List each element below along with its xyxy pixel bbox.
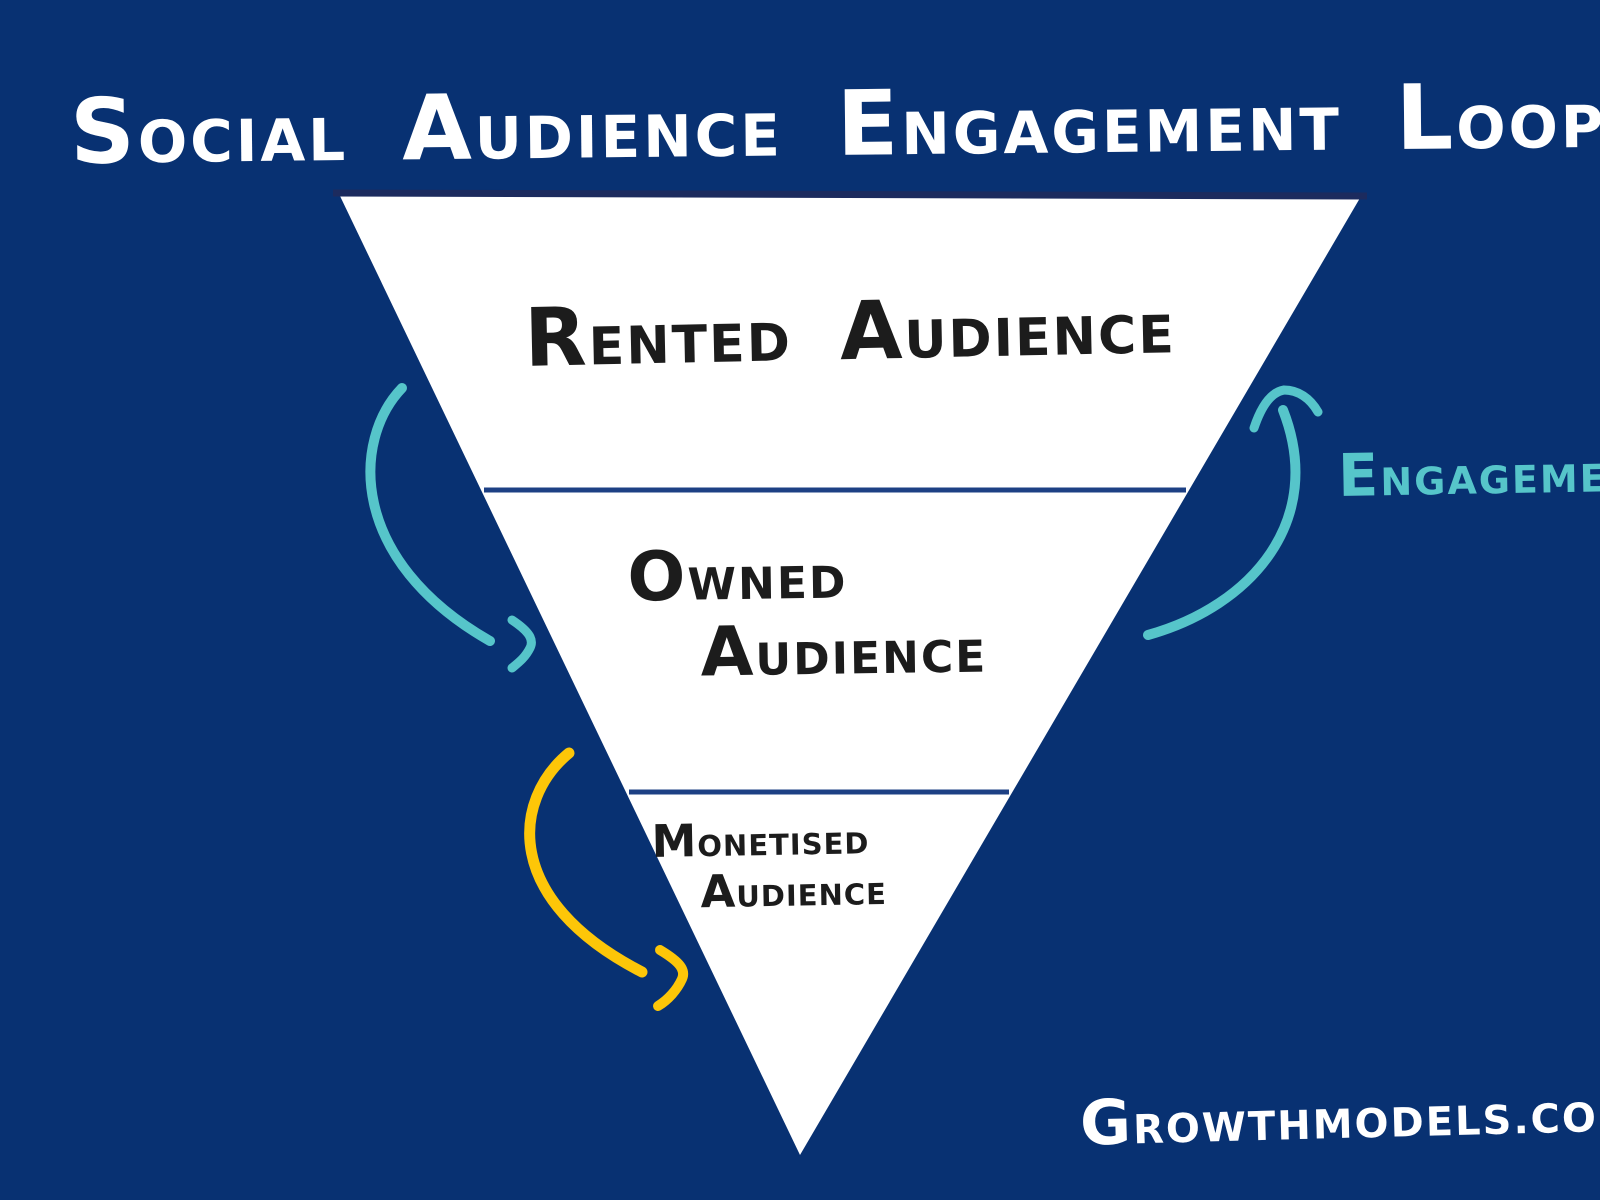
rented-audience-word: AUDIENCE	[838, 283, 1177, 380]
title-word-audience: AUDIENCE	[401, 76, 784, 182]
arrow-rented-to-owned	[365, 383, 536, 673]
title-word-engagement: ENGAGEMENT	[836, 72, 1343, 177]
page-title: SOCIAL AUDIENCE ENGAGEMENT LOOP	[69, 66, 1600, 185]
rented-word: RENTED	[523, 290, 793, 386]
arrow-engagement-loop-head	[1249, 385, 1323, 433]
funnel-top-edge	[332, 189, 1368, 200]
arrow-engagement-loop-curve	[1143, 405, 1301, 640]
title-word-loop: LOOP	[1395, 66, 1600, 171]
arrow-rented-to-owned-curve	[365, 383, 495, 646]
owned-word: OWNED	[626, 537, 848, 618]
funnel-triangle	[340, 196, 1360, 1155]
arrow-owned-to-monetised	[524, 747, 689, 1011]
engagement-loop-label: ENGAGEMENT LOOP	[1337, 440, 1600, 510]
arrow-owned-to-monetised-curve	[524, 747, 648, 978]
arrow-engagement-loop	[1143, 385, 1323, 640]
arrow-owned-to-monetised-head	[653, 945, 689, 1011]
title-word-social: SOCIAL	[69, 80, 349, 185]
engagement-line: ENGAGEMENT	[1337, 440, 1600, 510]
owned-audience-word: AUDIENCE	[699, 612, 988, 693]
arrow-rented-to-owned-head	[507, 615, 536, 673]
funnel-level-owned-label: OWNED AUDIENCE	[626, 537, 988, 693]
funnel-level-monetised-label: MONETISED AUDIENCE	[651, 814, 888, 919]
monetised-word: MONETISED	[651, 814, 870, 869]
monetised-audience-word: AUDIENCE	[699, 864, 888, 919]
